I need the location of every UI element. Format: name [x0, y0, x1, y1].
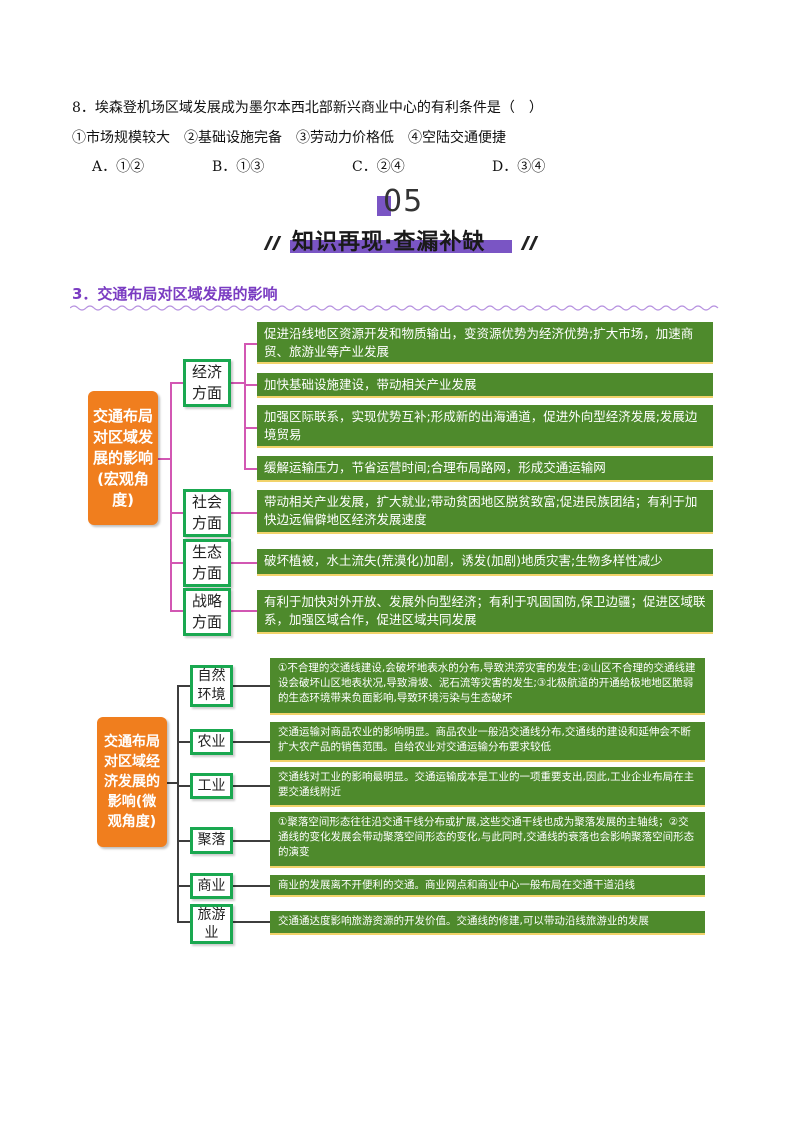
micro-category-industry: 工业 [190, 773, 233, 799]
macro-economy-item-2: 加快基础设施建设，带动相关产业发展 [257, 373, 713, 398]
banner-number: 05 [383, 184, 424, 219]
micro-commerce-text: 商业的发展离不开便利的交通。商业网点和商业中心一般布局在交通干道沿线 [270, 875, 705, 897]
micro-tourism-text: 交通通达度影响旅游资源的开发价值。交通线的修建,可以带动沿线旅游业的发展 [270, 911, 705, 935]
banner-title: 知识再现·查漏补缺 [292, 230, 486, 255]
macro-category-economy: 经济方面 [183, 359, 231, 407]
macro-category-ecology: 生态方面 [183, 539, 231, 587]
choice-d[interactable]: D．③④ [492, 159, 546, 175]
micro-category-settlement: 聚落 [190, 827, 233, 854]
micro-settlement-text: ①聚落空间形态往往沿交通干线分布或扩展,这些交通干线也成为聚落发展的主轴线；②交… [270, 812, 705, 868]
question-options: ①市场规模较大 ②基础设施完备 ③劳动力价格低 ④空陆交通便捷 [72, 130, 506, 146]
question-stem: 8．埃森登机场区域发展成为墨尔本西北部新兴商业中心的有利条件是（ ） [72, 100, 543, 116]
macro-root-box: 交通布局对区域发展的影响(宏观角度) [88, 391, 158, 525]
choice-a[interactable]: A．①② [92, 159, 145, 175]
micro-category-agriculture: 农业 [190, 729, 233, 755]
choice-b[interactable]: B．①③ [212, 159, 265, 175]
micro-nature-text: ①不合理的交通线建设,会破坏地表水的分布,导致洪涝灾害的发生;②山区不合理的交通… [270, 658, 705, 715]
micro-root-box: 交通布局对区域经济发展的影响(微观角度) [97, 717, 167, 847]
macro-society-item: 带动相关产业发展，扩大就业;带动贫困地区脱贫致富;促进民族团结；有利于加快边远偏… [257, 490, 713, 534]
macro-category-society: 社会方面 [183, 489, 231, 537]
macro-economy-item-3: 加强区际联系，实现优势互补;形成新的出海通道，促进外向型经济发展;发展边境贸易 [257, 405, 713, 448]
macro-category-strategy: 战略方面 [183, 588, 231, 636]
choice-c[interactable]: C．②④ [352, 159, 405, 175]
banner-slash-right-2 [528, 236, 539, 250]
macro-ecology-item: 破坏植被，水土流失(荒漠化)加剧，诱发(加剧)地质灾害;生物多样性减少 [257, 549, 713, 576]
micro-agriculture-text: 交通运输对商品农业的影响明显。商品农业一般沿交通线分布,交通线的建设和延伸会不断… [270, 722, 705, 762]
macro-economy-item-1: 促进沿线地区资源开发和物质输出，变资源优势为经济优势;扩大市场，加速商贸、旅游业… [257, 322, 713, 364]
banner-slash-left-2 [271, 236, 282, 250]
micro-category-nature: 自然环境 [190, 665, 233, 707]
section-wavy-underline [70, 305, 719, 311]
micro-category-commerce: 商业 [190, 873, 233, 899]
micro-industry-text: 交通线对工业的影响最明显。交通运输成本是工业的一项重要支出,因此,工业企业布局在… [270, 767, 705, 807]
micro-category-tourism: 旅游业 [190, 904, 233, 944]
section-title: 3．交通布局对区域发展的影响 [72, 285, 278, 303]
macro-strategy-item: 有利于加快对外开放、发展外向型经济；有利于巩固国防,保卫边疆；促进区域联系，加强… [257, 590, 713, 634]
banner-number-highlight [377, 196, 391, 216]
banner-title-highlight [290, 240, 512, 253]
macro-economy-item-4: 缓解运输压力，节省运营时间;合理布局路网，形成交通运输网 [257, 456, 713, 482]
